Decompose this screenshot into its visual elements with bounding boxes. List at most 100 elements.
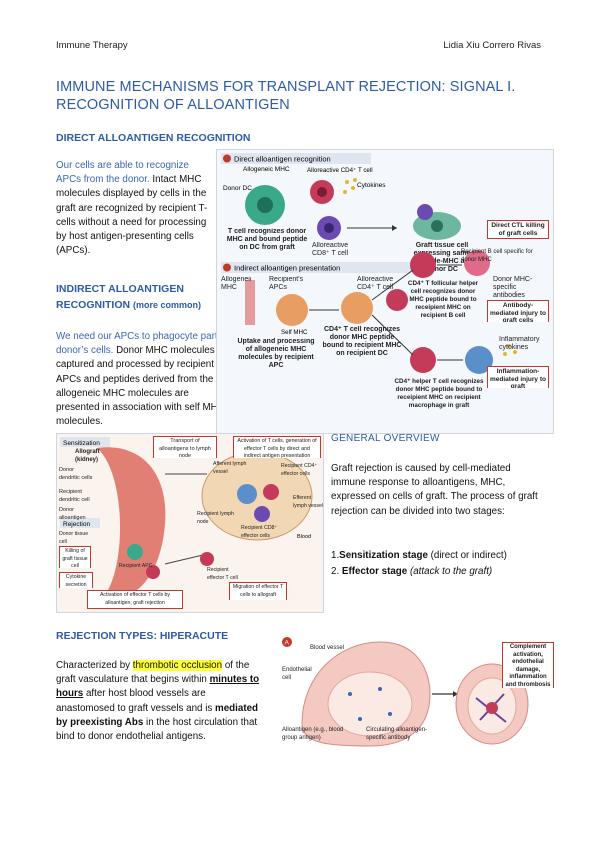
overview-heading: GENERAL OVERVIEW <box>331 433 440 444</box>
page-title: IMMUNE MECHANISMS FOR TRANSPLANT REJECTI… <box>56 79 516 113</box>
label-uptake: Uptake and processing of allogeneic MHC … <box>237 338 314 369</box>
tfh-cell <box>410 252 436 278</box>
stage-2-name: Effector stage <box>341 566 408 577</box>
b-cytokine-dots <box>503 344 517 356</box>
panel-a-badge <box>223 154 231 163</box>
fig2-label-killing: Killing of graft tissue cell <box>59 546 91 568</box>
label-b-allo-mhc: Allogeneic MHC <box>221 276 251 291</box>
alloantigen-recognition-figure: Direct alloantigen recognition Allogenei… <box>216 149 554 434</box>
label-inflammation-injury: Inflammation-mediated injury to graft <box>487 366 549 388</box>
stage-1-name: Sensitization stage <box>339 550 428 561</box>
hyperacute-text-d: in the host circulation that bind to don… <box>56 716 258 743</box>
label-self-mhc: Self MHC <box>281 329 308 336</box>
figure-a-badge <box>282 637 292 647</box>
hyperacute-text-b: of the graft vasculature that begins wit… <box>56 660 250 686</box>
label-cd4-recognizes: CD4⁺ T cell recognizes donor MHC peptide… <box>323 326 402 357</box>
label-donor-antibodies: Donor MHC-specific antibodies <box>493 276 532 298</box>
stage-1-number: 1. <box>331 550 340 561</box>
label-graft-tissue: Graft tissue cell expressing same peptid… <box>414 242 471 272</box>
hyperacute-timing: minutes to hours <box>56 674 260 700</box>
sensitization-label: Sensitization <box>63 440 100 447</box>
indirect-heading-text: INDIRECT ALLOANTIGEN RECOGNITION <box>56 283 184 311</box>
label-cd4: Alloreactive CD4⁺ T cell <box>307 167 373 174</box>
indirect-note: (more common) <box>133 300 202 310</box>
panel-b-badge <box>223 263 231 272</box>
sensitization-tab <box>60 437 110 447</box>
sensitization-diagram: Sensitization Rejection Allograft (kidne… <box>59 436 323 609</box>
label-recipient-apcs: Recipient’s APCs <box>269 276 303 291</box>
label-antibody-injury: Antibody-mediated injury to graft cells <box>487 300 549 322</box>
hyperacute-text-a: Characterized by <box>56 660 133 671</box>
hyperacute-heading: REJECTION TYPES: HIPERACUTE <box>56 630 229 642</box>
label-tfh: CD4⁺ T follicular helper cell recognizes… <box>408 280 478 319</box>
panel-a-title: Direct alloantigen recognition <box>234 155 331 164</box>
hyperacute-figure: A Blood vessel Endothelial cell Alloanti… <box>280 634 555 756</box>
recipient-dc <box>341 292 373 324</box>
label-complement: Complement activation, endothelial damag… <box>502 642 554 688</box>
label-cd8: Alloreactive CD8⁺ T cell <box>312 242 348 257</box>
direct-heading: DIRECT ALLOANTIGEN RECOGNITION <box>56 132 251 144</box>
fig2-label-cd4-effector: Recipient CD4⁺ effector cells <box>281 463 317 477</box>
label-direct-ctl: Direct CTL killing of graft cells <box>487 220 549 239</box>
fig2-label-donor-tissue: Donor tissue cell <box>59 531 88 544</box>
kidney-allograft <box>97 447 166 601</box>
panel-b-header <box>221 262 411 273</box>
indirect-heading: INDIRECT ALLOANTIGEN RECOGNITION (more c… <box>56 281 216 313</box>
running-header-left: Immune Therapy <box>56 40 128 51</box>
fig2-label-cytokine: Cytokine secretion <box>59 572 93 588</box>
label-endothelial: Endothelial cell <box>282 667 312 681</box>
macrophage <box>465 346 493 374</box>
rejection-label: Rejection <box>63 521 90 528</box>
node-cd8 <box>254 506 270 522</box>
arrowhead <box>392 225 397 231</box>
antibodies-1 <box>348 687 392 721</box>
transport-arrows <box>164 473 208 565</box>
alloreactive-cd4-b <box>386 289 408 311</box>
hyperacute-text-c: after host blood vessels are anastomosed… <box>56 688 216 714</box>
label-helper-t: CD4⁺ helper T cell recognizes donor MHC … <box>394 378 483 409</box>
hyperacute-abs: mediated by preexisting Abs <box>56 702 259 728</box>
alloantigen-diagram: Direct alloantigen recognition Allogenei… <box>221 153 549 409</box>
flow-arrows <box>309 264 463 361</box>
fig2-label-recipient-apc: Recipient APC <box>119 563 152 569</box>
indirect-lead: We need our APCs to phagocyte parts of d… <box>56 331 234 357</box>
direct-lead: Our cells are able to recognize APCs fro… <box>56 160 189 186</box>
indirect-paragraph: We need our APCs to phagocyte parts of d… <box>56 330 234 429</box>
panel-b-title: Indirect alloantigen presentation <box>234 264 340 273</box>
sensitization-rejection-figure: Sensitization Rejection Allograft (kidne… <box>56 433 324 613</box>
stage-1-detail: (direct or indirect) <box>427 550 507 561</box>
recipient-b-cell <box>464 250 490 276</box>
label-circulating-antibody: Circulating alloantigen-specific antibod… <box>366 727 427 741</box>
hyperacute-paragraph: Characterized by thrombotic occlusion of… <box>56 659 266 744</box>
label-b-cd4: Alloreactive CD4⁺ T cell <box>357 276 393 291</box>
figure-a-letter: A <box>285 640 290 647</box>
vessel-diagram: A Blood vessel Endothelial cell Alloanti… <box>282 637 554 747</box>
fig2-label-graft-rejection: Activation of effector T cells by alloan… <box>87 590 183 609</box>
fig2-label-activation: Activation of T cells, generation of eff… <box>233 436 321 458</box>
helper-t-cell <box>410 347 436 373</box>
node-apc <box>237 484 257 504</box>
vessel-arrowhead <box>453 691 458 697</box>
vessel-1-lumen <box>327 671 413 737</box>
attacking-ctl <box>417 204 433 220</box>
stage-2-number: 2. <box>331 566 340 577</box>
donor-dc-nucleus <box>257 197 273 213</box>
fig2-label-donor-alloantigen: Donor alloantigen <box>59 507 86 520</box>
fig2-label-lymph-node: Recipient lymph node <box>197 511 234 525</box>
recipient-apc <box>276 294 308 326</box>
fig2-label-blood: Blood <box>297 534 311 540</box>
overview-paragraph: Graft rejection is caused by cell-mediat… <box>331 463 538 517</box>
fig2-label-migration: Migration of effector T cells to allogra… <box>229 582 287 600</box>
rejection-tab <box>60 518 100 528</box>
node-cd4 <box>263 484 279 500</box>
label-blood-vessel: Blood vessel <box>310 645 344 651</box>
graft-nucleus <box>431 220 443 232</box>
effector-t-icon <box>146 565 160 579</box>
fig2-label-allograft: Allograft (kidney) <box>75 449 100 463</box>
stage-2-detail: (attack to the graft) <box>407 566 493 577</box>
indirect-body: Donor MHC molecules are captured and pro… <box>56 345 232 428</box>
panel-a-header <box>221 153 371 164</box>
overview-stage-2: 2. Effector stage (attack to the graft) <box>331 565 546 579</box>
cytokine-dots <box>343 178 357 194</box>
complement-cluster <box>486 702 498 714</box>
